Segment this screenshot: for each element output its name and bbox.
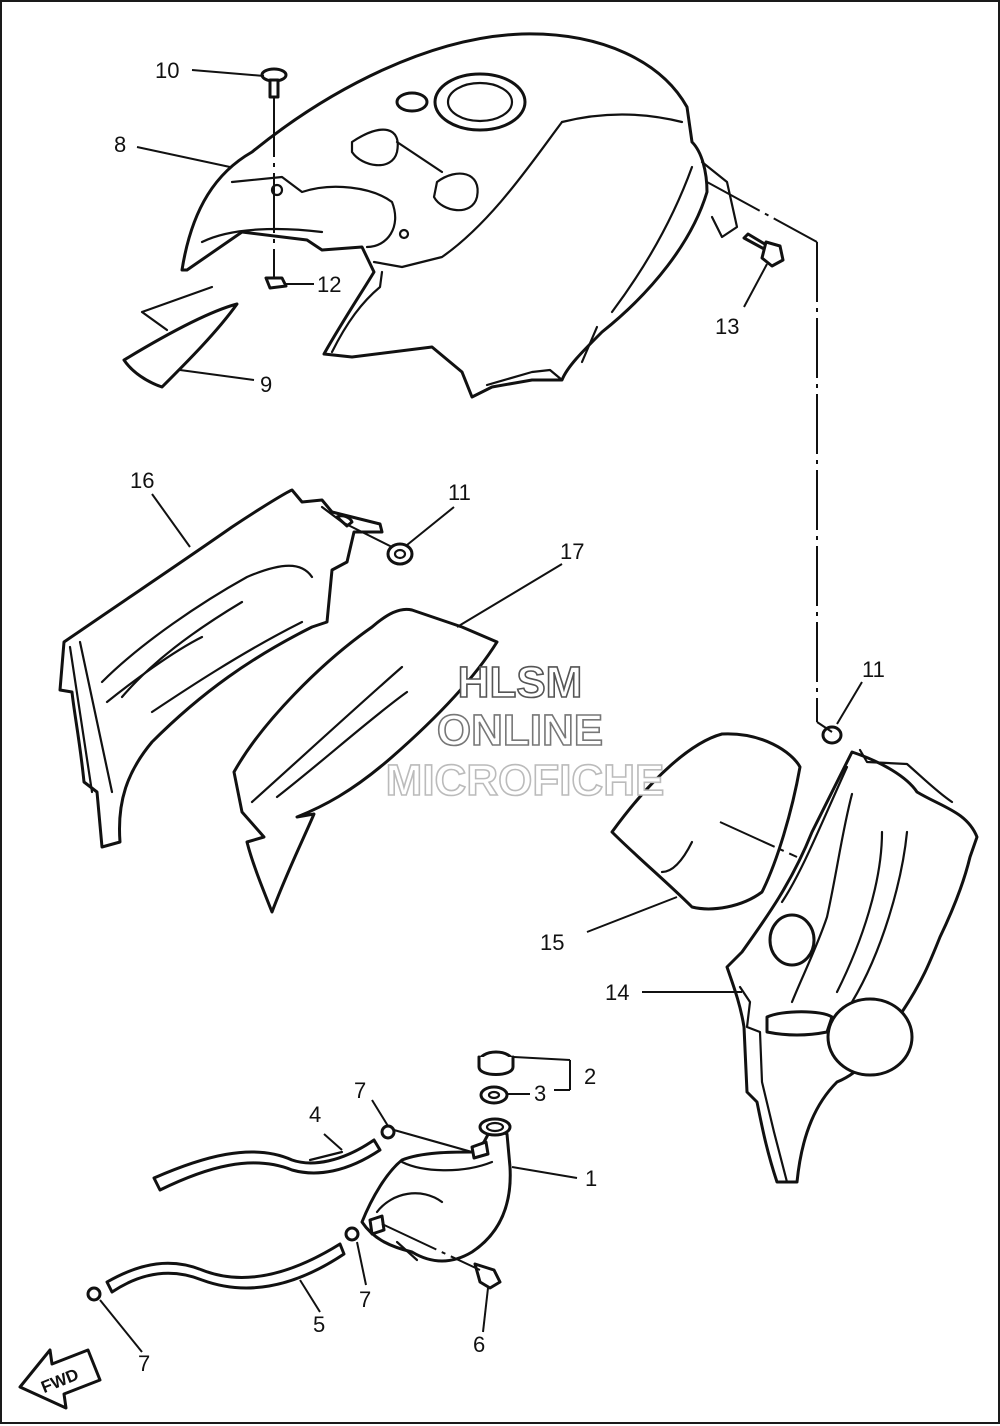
callout-2: 2 bbox=[584, 1064, 596, 1089]
callout-6: 6 bbox=[473, 1332, 485, 1357]
panel-part-17 bbox=[232, 607, 499, 914]
callout-5: 5 bbox=[313, 1312, 325, 1337]
leader-lines bbox=[99, 69, 863, 1353]
callout-13: 13 bbox=[715, 314, 739, 339]
callout-14: 14 bbox=[605, 980, 629, 1005]
bolt-part-6 bbox=[381, 1223, 502, 1290]
watermark-line-1: HLSM bbox=[458, 658, 583, 707]
clamp-part-7-c bbox=[86, 1286, 102, 1302]
callout-10: 10 bbox=[155, 58, 179, 83]
callout-7-upper: 7 bbox=[354, 1078, 366, 1103]
pad-part-9 bbox=[122, 302, 239, 389]
watermark-line-2: ONLINE bbox=[437, 706, 603, 755]
callout-1: 1 bbox=[585, 1166, 597, 1191]
bolt-part-13 bbox=[706, 181, 818, 722]
grommet-part-11-b bbox=[816, 721, 843, 745]
callout-7-middle: 7 bbox=[359, 1287, 371, 1312]
cap-part-2 bbox=[477, 1050, 515, 1076]
watermark: HLSM ONLINE MICROFICHE bbox=[385, 657, 665, 806]
screw-part-10 bbox=[260, 67, 288, 282]
gasket-part-3 bbox=[479, 1085, 509, 1105]
fwd-arrow-icon: FWD bbox=[18, 1348, 102, 1410]
hose-part-5 bbox=[105, 1242, 346, 1294]
callout-8: 8 bbox=[114, 132, 126, 157]
tank-cover-part-8 bbox=[180, 32, 739, 399]
callout-16: 16 bbox=[130, 468, 154, 493]
callout-11-right: 11 bbox=[862, 657, 885, 682]
clamp-part-7-a bbox=[380, 1124, 474, 1154]
callout-11-top: 11 bbox=[448, 480, 471, 505]
panel-part-15 bbox=[610, 732, 802, 911]
callout-numbers: 10 8 12 9 13 16 11 17 11 15 14 2 3 7 4 1… bbox=[114, 58, 885, 1376]
callout-12: 12 bbox=[317, 272, 341, 297]
callout-17: 17 bbox=[560, 539, 584, 564]
callout-15: 15 bbox=[540, 930, 564, 955]
clamp-part-7-b bbox=[344, 1226, 360, 1242]
side-panel-part-14 bbox=[725, 748, 979, 1184]
grommet-part-11-a bbox=[386, 542, 414, 566]
reservoir-tank-part-1 bbox=[360, 1117, 512, 1263]
callout-7-lower: 7 bbox=[138, 1351, 150, 1376]
nut-part-12 bbox=[264, 276, 288, 290]
watermark-line-3: MICROFICHE bbox=[386, 756, 665, 805]
hose-part-4 bbox=[152, 1138, 382, 1192]
callout-4: 4 bbox=[309, 1102, 321, 1127]
callout-3: 3 bbox=[534, 1081, 546, 1106]
callout-9: 9 bbox=[260, 372, 272, 397]
side-panel-part-16 bbox=[58, 488, 395, 849]
